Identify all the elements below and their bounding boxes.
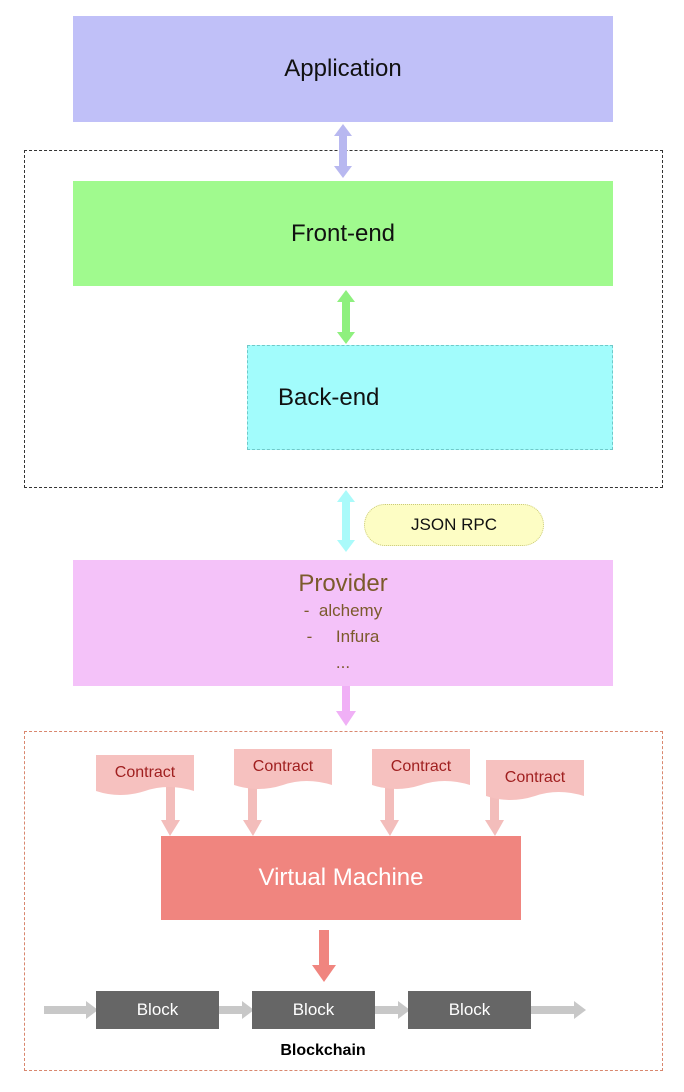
provider-title: Provider (298, 570, 388, 597)
vm-blocks-arrow (312, 930, 336, 982)
blockchain-boundary (24, 731, 663, 1071)
blockchain-label: Blockchain (280, 1042, 366, 1059)
virtual-machine: Virtual Machine (161, 836, 521, 920)
block-2-label: Block (292, 1000, 335, 1019)
block-3-label: Block (448, 1000, 491, 1019)
contract-4-shape (486, 760, 584, 800)
block-3: Block (408, 991, 531, 1029)
provider-item-infura: - Infura (306, 627, 380, 646)
contract-1-label: Contract (114, 764, 176, 781)
contract-1-arrow (161, 786, 180, 836)
app-frontend-arrow (334, 124, 352, 178)
frontend-label: Front-end (290, 219, 396, 247)
application-layer: Application (73, 16, 613, 122)
contract-1: Contract (96, 755, 194, 805)
frontend-backend-arrow (337, 290, 355, 344)
provider-blockchain-arrow (336, 686, 356, 726)
chain-arrow-2 (200, 1001, 254, 1019)
contract-4: Contract (486, 760, 584, 810)
provider-layer: Provider - alchemy - Infura ... (73, 560, 613, 686)
contract-3-arrow (380, 780, 399, 836)
provider-item-more: ... (335, 653, 351, 672)
contract-2: Contract (234, 749, 332, 799)
chain-arrow-1 (44, 1001, 98, 1019)
contract-2-label: Contract (252, 758, 314, 775)
chain-arrow-3 (356, 1001, 410, 1019)
block-2: Block (252, 991, 375, 1029)
json-rpc-label: JSON RPC (411, 515, 497, 534)
block-1-label: Block (136, 1000, 179, 1019)
contract-3-shape (372, 749, 470, 789)
block-1: Block (96, 991, 219, 1029)
contract-1-shape (96, 755, 194, 795)
contract-3-label: Contract (390, 758, 452, 775)
provider-item-alchemy: - alchemy (303, 601, 383, 620)
frontend-layer: Front-end (73, 181, 613, 286)
backend-layer: Back-end (247, 345, 613, 450)
backend-label: Back-end (278, 383, 380, 411)
contract-4-arrow (485, 792, 504, 836)
json-rpc-badge: JSON RPC (364, 504, 544, 546)
contract-3: Contract (372, 749, 470, 799)
contract-2-shape (234, 749, 332, 789)
application-label: Application (284, 55, 402, 82)
contract-4-label: Contract (504, 769, 566, 786)
virtual-machine-label: Virtual Machine (258, 864, 424, 891)
contract-2-arrow (243, 780, 262, 836)
chain-arrow-4 (518, 1001, 586, 1019)
client-provider-arrow (337, 490, 355, 552)
